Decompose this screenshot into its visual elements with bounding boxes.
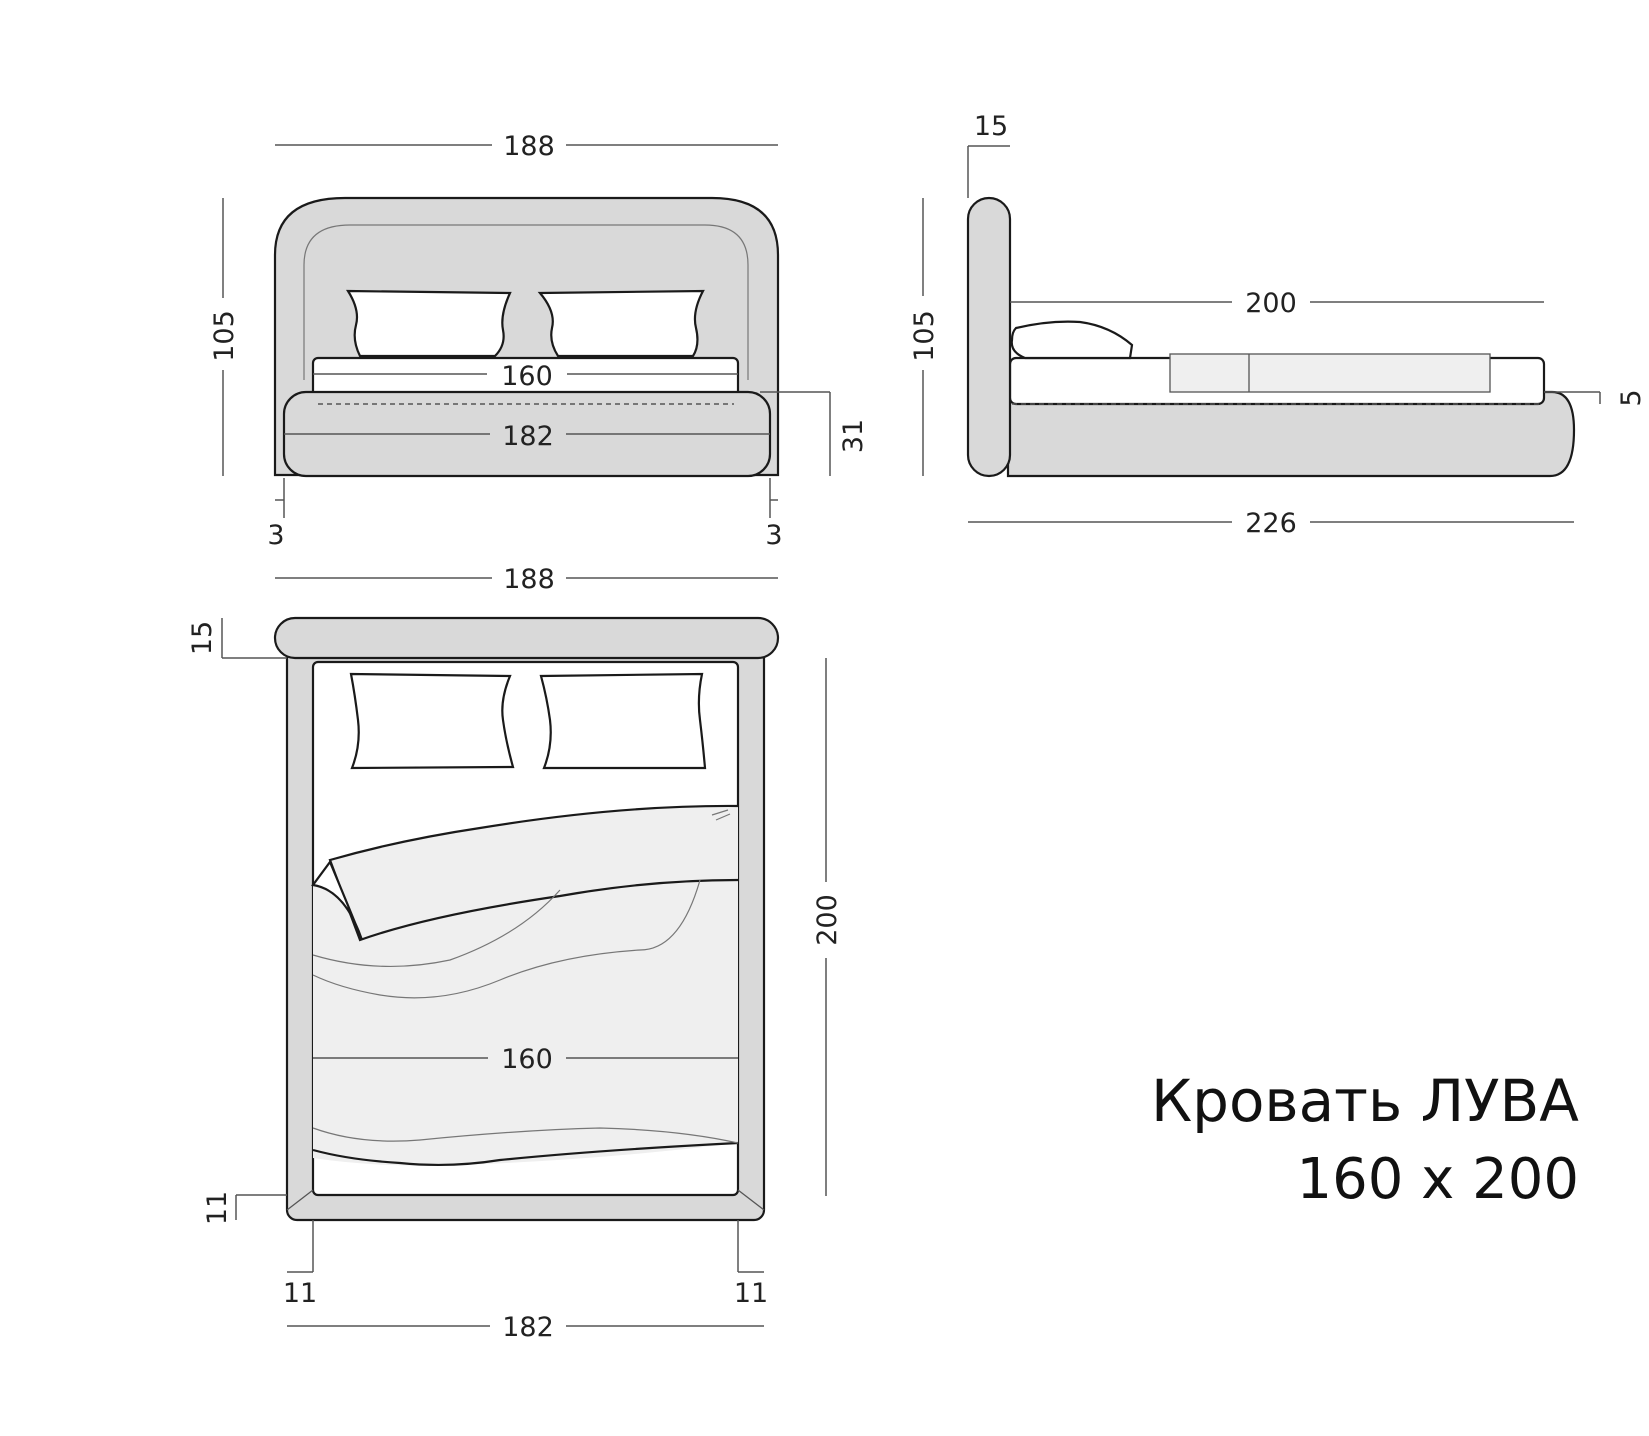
dim-top-length: 200 (812, 894, 843, 946)
top-blanket-bottom-curve (312, 1127, 739, 1144)
dim-side-height: 105 (909, 310, 940, 362)
dim-front-inset-right: 3 (765, 520, 782, 551)
top-headboard (273, 616, 780, 660)
dim-front-height: 105 (209, 310, 240, 362)
dim-top-side-left: 11 (202, 1191, 233, 1225)
dim-front-overall-width: 188 (503, 131, 555, 162)
dim-front-base-width: 182 (502, 421, 554, 452)
dim-top-side-bottom-left: 11 (283, 1278, 317, 1309)
front-headboard-seam (303, 224, 749, 380)
front-pillow-right (537, 289, 705, 358)
top-blanket-wrinkle (711, 809, 731, 821)
dim-side-mattress-inset: 5 (1616, 389, 1647, 406)
top-blanket-fold-curve (312, 879, 701, 999)
top-blanket-flap (311, 859, 364, 941)
dim-front-inset-left: 3 (267, 520, 284, 551)
product-name: Кровать ЛУВА (1150, 1067, 1579, 1135)
top-frame-corner-left (286, 1189, 314, 1211)
top-blanket-fold (328, 804, 739, 942)
dim-side-mattress-length: 200 (1245, 288, 1297, 319)
side-view: 15 105 200 5 226 (909, 111, 1647, 539)
top-blanket-fold-curve-2 (312, 889, 561, 968)
top-blanket-bottom-edge (312, 1141, 739, 1167)
dim-front-mattress-width: 160 (501, 361, 553, 392)
dim-front-base-height: 31 (838, 419, 869, 453)
dim-top-side-bottom-right: 11 (734, 1278, 768, 1309)
product-size: 160 x 200 (1296, 1147, 1579, 1212)
side-blanket (1169, 353, 1491, 393)
top-frame-corner-right (737, 1189, 765, 1211)
side-headboard (966, 196, 1012, 478)
top-blanket (313, 878, 738, 1166)
front-view: 188 105 160 182 31 3 3 (209, 131, 869, 551)
dim-top-frame-width: 182 (502, 1312, 554, 1343)
dim-side-overall-length: 226 (1245, 508, 1297, 539)
dim-side-headboard-thickness: 15 (974, 111, 1008, 142)
side-base (1006, 390, 1576, 478)
top-pillow-left (349, 672, 515, 770)
dim-top-headboard-depth: 15 (187, 621, 218, 655)
dim-top-headboard-width: 188 (503, 564, 555, 595)
dim-top-mattress-width: 160 (501, 1044, 553, 1075)
front-pillow-left (345, 289, 512, 358)
top-pillow-right (539, 672, 707, 770)
top-view: 188 15 200 160 11 11 11 182 (187, 564, 843, 1343)
side-pillow (1010, 320, 1134, 360)
